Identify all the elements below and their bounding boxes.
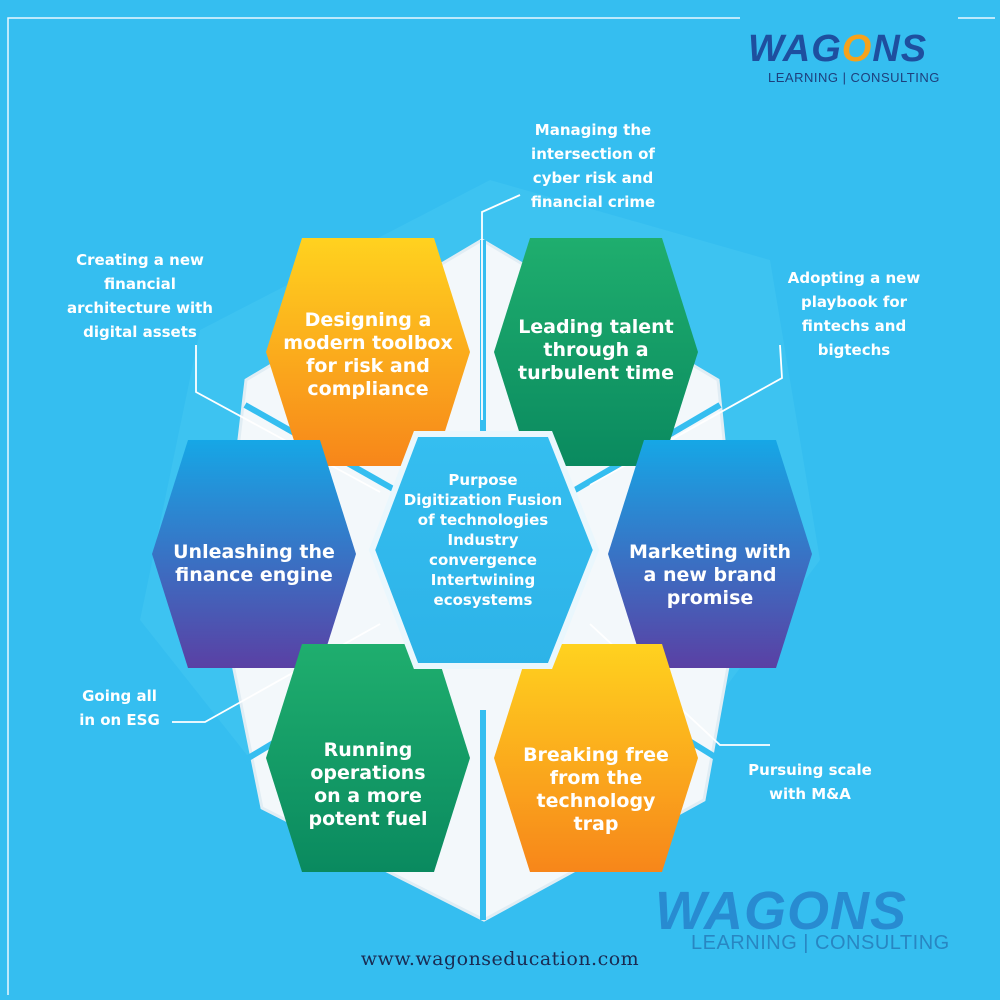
frame-line — [7, 17, 740, 995]
hexagon-marketing — [608, 440, 812, 668]
brand-logo: WAGONS LEARNING | CONSULTING — [748, 28, 968, 88]
hexagon-operations — [266, 644, 470, 872]
hexagon-tech — [494, 644, 698, 872]
watermark-wordmark: WAGONS — [655, 881, 908, 941]
brand-watermark: WAGONS LEARNING | CONSULTING — [655, 880, 975, 960]
hexagon-center-text: Purpose Digitization Fusion of technolog… — [403, 471, 563, 609]
brand-wordmark: WAGONS — [748, 28, 928, 70]
website-url: www.wagonseducation.com — [360, 948, 640, 970]
brand-tagline: LEARNING | CONSULTING — [768, 70, 940, 85]
connector-cyber — [481, 194, 521, 420]
watermark-tagline: LEARNING | CONSULTING — [691, 932, 950, 954]
hexagon-talent — [494, 238, 698, 466]
hexagon-finance — [152, 440, 356, 668]
hexagon-risk — [266, 238, 470, 466]
hexagon-center — [368, 431, 600, 669]
